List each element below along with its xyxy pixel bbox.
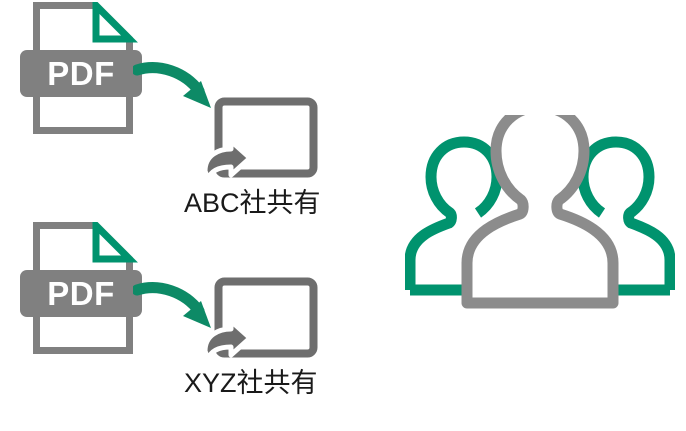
share-arrow-badge (202, 138, 253, 182)
pdf-label-text: PDF (47, 275, 115, 312)
pdf-file-icon-xyz: PDF (20, 222, 153, 354)
pdf-file-icon-abc: PDF (20, 2, 153, 134)
share-arrow-badge (202, 318, 253, 362)
shared-screen-icon-abc (200, 97, 318, 189)
caption-xyz: XYZ社共有 (184, 368, 318, 398)
screen-shape (202, 277, 318, 362)
people-group-shape (404, 101, 676, 309)
screen-shape (202, 97, 318, 182)
pdf-label-band: PDF (20, 50, 142, 97)
pdf-label-band: PDF (20, 270, 142, 317)
pdf-label-text: PDF (47, 55, 115, 92)
shared-screen-icon-xyz (200, 277, 318, 369)
people-group-icon (404, 101, 676, 315)
flow-arrow-abc (133, 62, 211, 108)
caption-abc: ABC社共有 (184, 188, 321, 218)
flow-arrow-xyz (133, 282, 211, 328)
